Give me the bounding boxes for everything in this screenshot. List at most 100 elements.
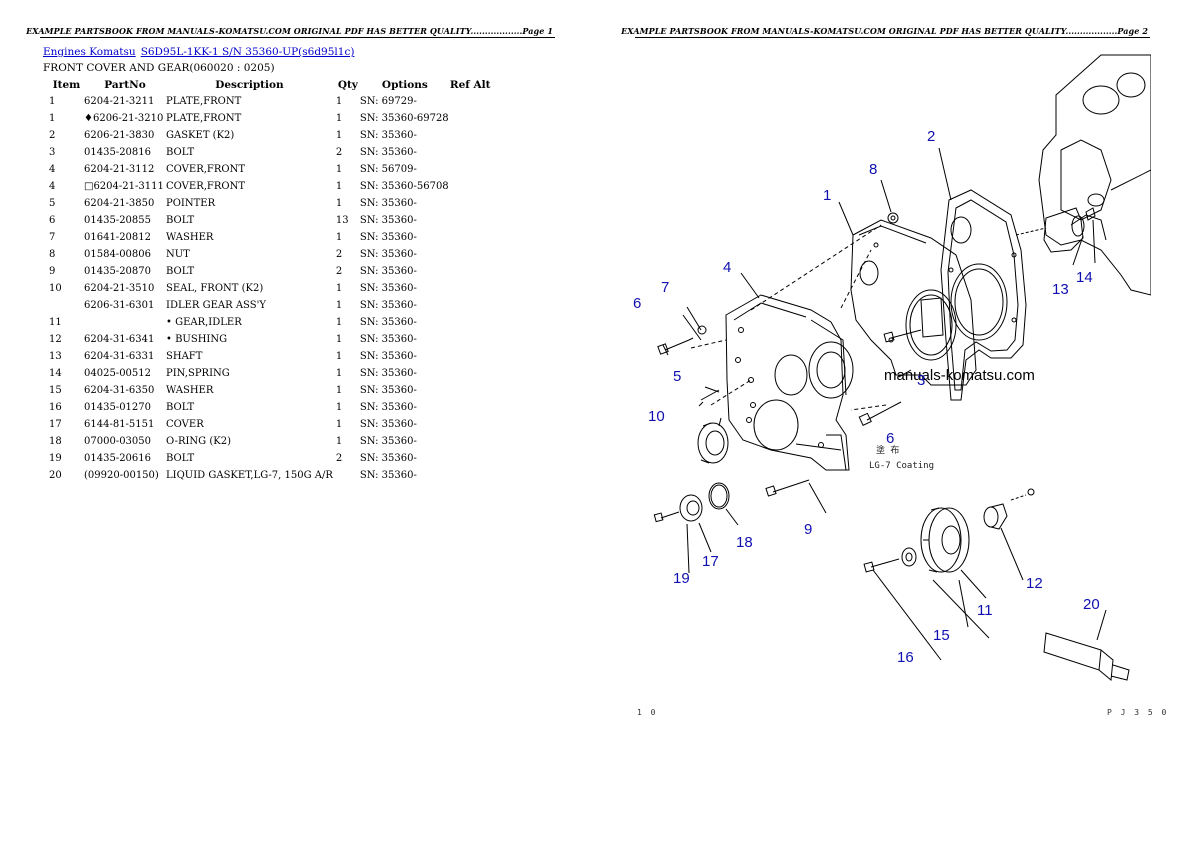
cell-options: SN: 35360-56708 xyxy=(359,181,449,192)
callout-6: 6 xyxy=(633,295,641,312)
cell-description: BOLT xyxy=(166,402,195,413)
cell-description: POINTER xyxy=(166,198,216,209)
callout-13: 13 xyxy=(1052,281,1069,298)
cell-options: SN: 35360- xyxy=(359,215,417,226)
callout-19: 19 xyxy=(673,570,690,587)
section-title: FRONT COVER AND GEAR(060020 : 0205) xyxy=(43,62,275,74)
cell-qty: 1 xyxy=(335,232,343,243)
cell-options: SN: 35360- xyxy=(359,249,417,260)
callout-12: 12 xyxy=(1026,575,1043,592)
cell-description: GASKET (K2) xyxy=(166,130,235,141)
cell-qty: 1 xyxy=(335,164,343,175)
cell-partno: ♦6206-21-3210 xyxy=(84,113,164,124)
callout-8: 8 xyxy=(869,161,877,178)
cell-item: 4 xyxy=(49,181,56,192)
cell-options: SN: 35360- xyxy=(359,385,417,396)
cell-description: BOLT xyxy=(166,215,195,226)
liquid-gasket-tube-drawing xyxy=(1043,632,1130,681)
parts-list-page: EXAMPLE PARTSBOOK FROM MANUALS-KOMATSU.C… xyxy=(26,26,555,484)
idler-shaft-drawing xyxy=(1015,207,1096,253)
cell-description: BOLT xyxy=(166,266,195,277)
cell-qty: 1 xyxy=(335,181,343,192)
cell-description: WASHER xyxy=(166,232,214,243)
cell-item: 1 xyxy=(49,96,56,107)
cell-qty: 2 xyxy=(335,249,343,260)
cell-ref-alt xyxy=(450,297,491,314)
cell-options: SN: 35360- xyxy=(359,198,417,209)
cell-options: SN: 35360- xyxy=(359,317,417,328)
cell-description: PIN,SPRING xyxy=(166,368,230,379)
cell-options: SN: 69729- xyxy=(359,96,417,107)
cell-description: SHAFT xyxy=(166,351,203,362)
callout-leaders xyxy=(682,147,1107,661)
cell-options: SN: 35360- xyxy=(359,368,417,379)
cell-item: 19 xyxy=(49,453,62,464)
column-header-ref-alt: Ref Alt xyxy=(449,79,491,91)
cell-qty: 1 xyxy=(335,130,343,141)
callout-5: 5 xyxy=(673,368,681,385)
cell-qty: 1 xyxy=(335,402,343,413)
cell-options: SN: 35360- xyxy=(359,453,417,464)
cell-ref-alt xyxy=(450,382,491,399)
callout-4: 4 xyxy=(723,259,731,276)
cell-description: NUT xyxy=(166,249,190,260)
cell-options: SN: 35360- xyxy=(359,283,417,294)
small-cover-drawing xyxy=(653,482,730,523)
cell-partno: 6144-81-5151 xyxy=(84,419,155,430)
cell-description: O-RING (K2) xyxy=(166,436,231,447)
callout-1: 1 xyxy=(823,187,831,204)
callout-17: 17 xyxy=(702,553,719,570)
cell-qty: 2 xyxy=(335,453,343,464)
cell-item: 10 xyxy=(49,283,62,294)
cell-ref-alt xyxy=(450,263,491,280)
cell-ref-alt xyxy=(450,195,491,212)
cell-item: 18 xyxy=(49,436,62,447)
callout-11: 11 xyxy=(977,602,993,619)
cell-qty: 13 xyxy=(335,215,349,226)
cell-description: COVER,FRONT xyxy=(166,181,245,192)
cell-item: 14 xyxy=(49,368,62,379)
table-row: 20(09920-00150)LIQUID GASKET,LG-7, 150G … xyxy=(43,467,490,484)
cell-ref-alt xyxy=(450,127,491,144)
column-header-item: Item xyxy=(52,79,81,91)
callout-2: 2 xyxy=(927,128,935,145)
cell-qty: 2 xyxy=(335,147,343,158)
breadcrumb-model-link[interactable]: S6D95L-1KK-1 S/N 35360-UP(s6d95l1c) xyxy=(140,46,355,58)
cell-options: SN: 35360- xyxy=(359,436,417,447)
cell-options: SN: 35360- xyxy=(359,351,417,362)
column-header-options: Options xyxy=(381,79,428,91)
cell-partno: 01435-20616 xyxy=(84,453,152,464)
cell-options: SN: 35360-69728 xyxy=(359,113,449,124)
cell-ref-alt xyxy=(450,144,491,161)
cell-partno: 6204-21-3850 xyxy=(84,198,155,209)
cell-ref-alt xyxy=(450,314,491,331)
cell-qty: 1 xyxy=(335,334,343,345)
header-rule xyxy=(635,37,1150,38)
cell-partno: □6204-21-3111 xyxy=(84,181,164,192)
cell-ref-alt xyxy=(450,416,491,433)
cell-description: WASHER xyxy=(166,385,214,396)
cell-qty: 1 xyxy=(335,283,343,294)
bolts-drawing xyxy=(657,212,922,497)
cell-qty: 1 xyxy=(335,436,343,447)
cell-options: SN: 35360- xyxy=(359,470,417,481)
cell-qty: 1 xyxy=(335,368,343,379)
breadcrumb-engines-link[interactable]: Engines Komatsu xyxy=(43,46,136,58)
cell-item: 11 xyxy=(49,317,62,328)
cell-ref-alt xyxy=(450,212,491,229)
cell-partno: 6204-21-3510 xyxy=(84,283,155,294)
cell-partno: 01435-20816 xyxy=(84,147,152,158)
cell-partno: 6204-31-6331 xyxy=(84,351,155,362)
callout-20: 20 xyxy=(1083,596,1100,613)
